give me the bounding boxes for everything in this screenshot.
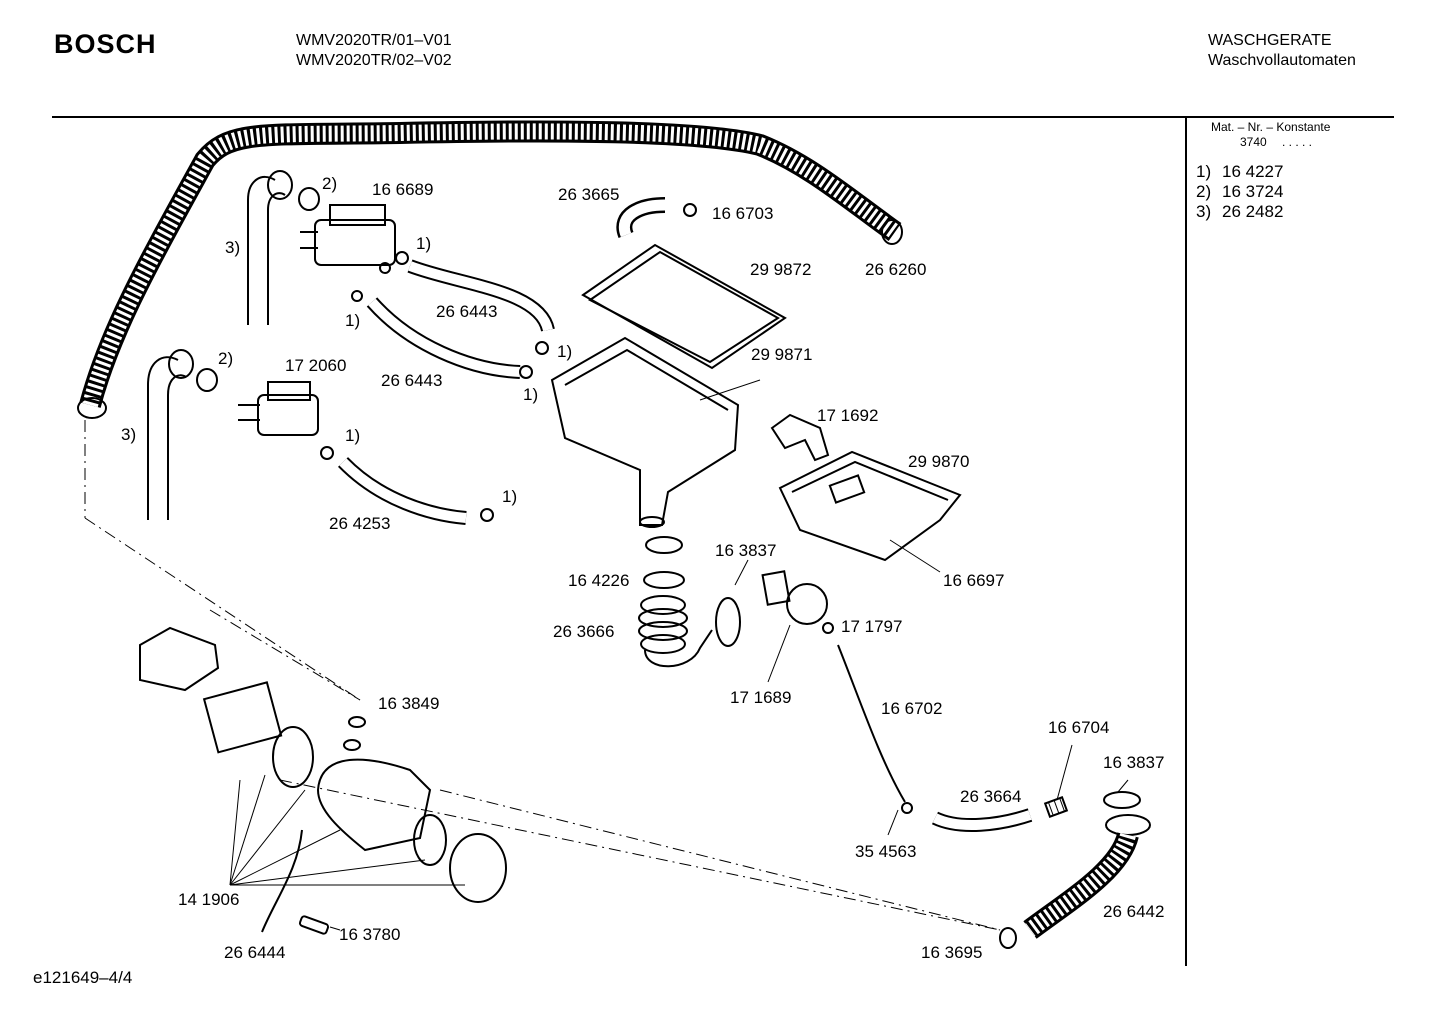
callout-marker: 1) [345,426,361,445]
konstante-value: 3740 [1240,135,1267,149]
pump-seal-ring [272,726,314,788]
dispenser-lid [581,243,787,370]
part-label: 29 9870 [908,452,970,471]
part-label: 17 1689 [730,688,792,707]
konstante-dots: . . . . . [1282,135,1313,149]
model-number-2: WMV2020TR/02–V02 [296,52,452,69]
part-label: 29 9871 [751,345,813,364]
pump-housing [316,758,432,852]
part-label: 26 6444 [224,943,286,962]
ring-16-4226 [643,571,685,589]
inlet-hose-lower [147,356,179,520]
footnote-key-3: 3) [1196,202,1212,221]
part-label: 29 9872 [750,260,812,279]
callout-marker: 2) [218,349,234,368]
footnote-key-2: 2) [1196,182,1212,201]
pressure-tube [837,644,906,803]
part-label: 16 6704 [1048,718,1110,737]
footnote-value-2: 16 3724 [1222,182,1284,201]
part-label: 26 3666 [553,622,615,641]
part-label: 17 2060 [285,356,347,375]
brand-logo: BOSCH [54,29,157,59]
detergent-drawer [778,450,962,562]
part-label: 26 6442 [1103,902,1165,921]
pressure-switch-bracket [761,570,791,606]
hose-26-4253 [337,457,467,525]
drain-strap [261,829,303,933]
clamp-16-3695 [999,927,1017,949]
part-label: 26 6443 [436,302,498,321]
part-label: 35 4563 [855,842,917,861]
part-label: 16 3695 [921,943,983,962]
header-divider [52,116,1394,118]
pump-motor [202,681,283,754]
pump-gasket [413,814,447,866]
part-label: 26 6443 [381,371,443,390]
part-label: 26 3664 [960,787,1022,806]
bellows-26-3666 [638,595,713,668]
part-label: 16 3849 [378,694,440,713]
clip-16-3780 [298,915,330,935]
part-label: 26 4253 [329,514,391,533]
category-title: WASCHGERATE [1208,32,1332,49]
category-subtitle: Waschvollautomaten [1208,52,1356,69]
part-label: 17 1692 [817,406,879,425]
callout-marker: 3) [225,238,241,257]
part-label: 16 6702 [881,699,943,718]
callout-marker: 1) [523,385,539,404]
valve-upper [300,204,409,302]
callout-marker: 1) [502,487,518,506]
part-label: 16 3780 [339,925,401,944]
footnote-key-1: 1) [1196,162,1212,181]
spring-16-6704 [1043,796,1069,818]
footnote-value-3: 26 2482 [1222,202,1284,221]
part-label: 16 6689 [372,180,434,199]
model-number-1: WMV2020TR/01–V01 [296,32,452,49]
part-label: 17 1797 [841,617,903,636]
part-label: 16 3837 [715,541,777,560]
pump-cover [139,626,220,692]
part-label: 26 6260 [865,260,927,279]
sidebar-divider [1185,118,1187,966]
callout-marker: 2) [322,174,338,193]
part-label: 26 3665 [558,185,620,204]
part-label: 16 6697 [943,571,1005,590]
konstante-label: Mat. – Nr. – Konstante [1211,120,1331,134]
callout-marker: 1) [557,342,573,361]
clamp-16-3837-b [1103,791,1141,809]
part-label: 14 1906 [178,890,240,909]
pressure-switch [786,583,828,625]
part-label: 16 4226 [568,571,630,590]
lever-17-1692 [770,413,830,462]
valve-lower [238,381,334,460]
callout-marker: 1) [345,311,361,330]
hose-end-ring [77,397,107,419]
part-label: 16 3837 [1103,753,1165,772]
part-label: 16 6703 [712,204,774,223]
dispenser-housing [550,336,740,526]
callout-marker: 1) [416,234,432,253]
footnote-value-1: 16 4227 [1222,162,1284,181]
callout-marker: 3) [121,425,137,444]
pump-filter [449,833,507,903]
inlet-hose-upper [247,175,276,325]
hose-clamp-16-3837 [715,597,741,647]
diagram-id: e121649–4/4 [33,968,133,987]
